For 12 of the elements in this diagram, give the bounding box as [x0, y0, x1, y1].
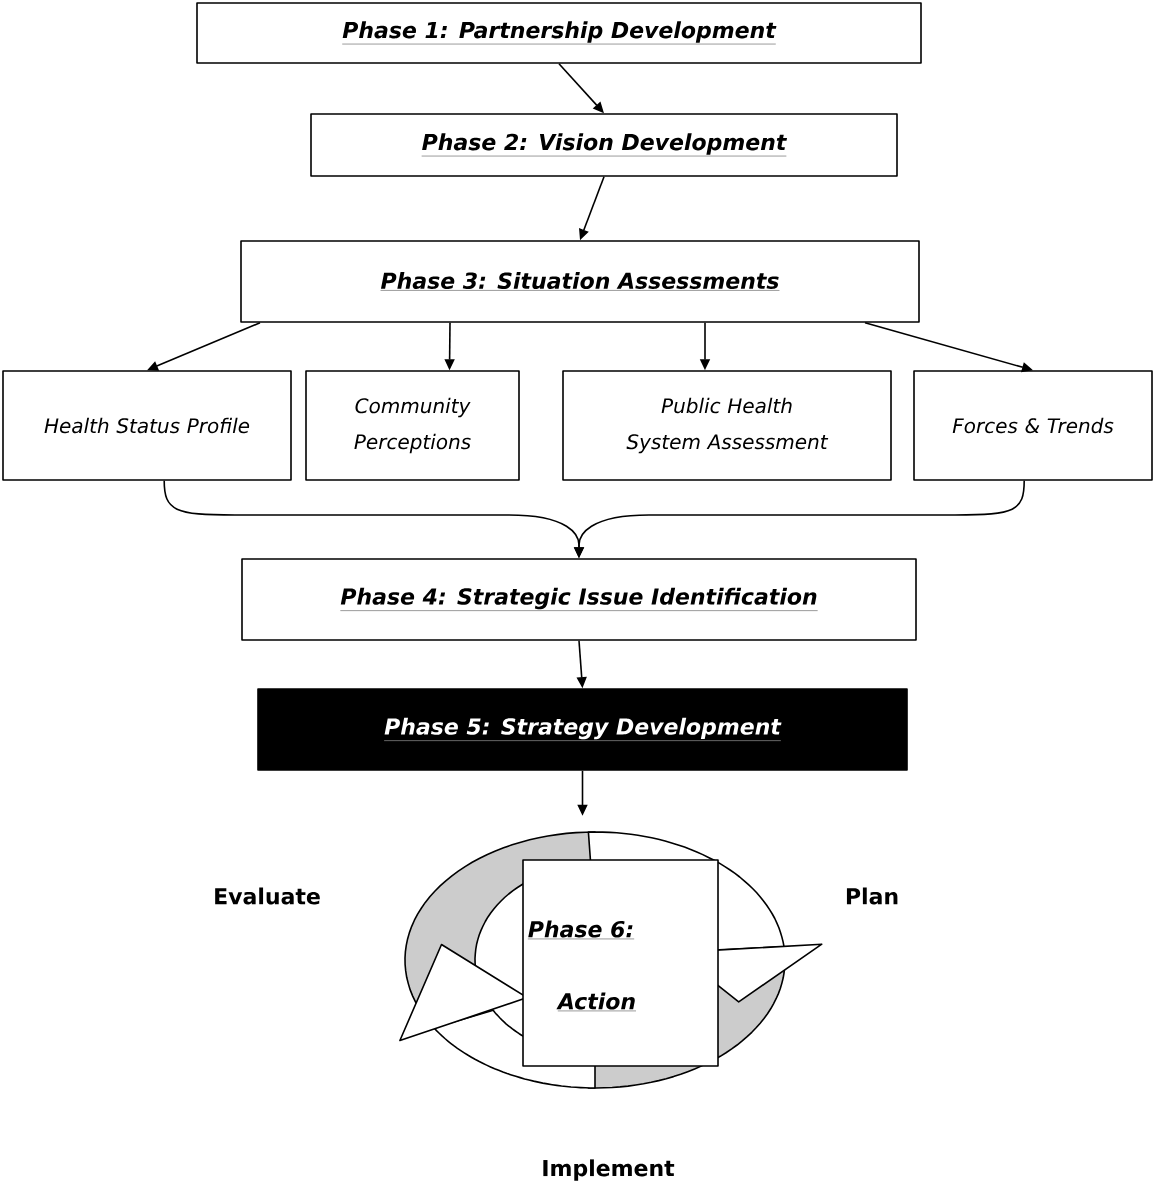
phase-box: Phase 4: Strategic Issue Identification — [241, 558, 917, 641]
phase-box: Phase 2: Vision Development — [310, 113, 898, 177]
assessment-box: Forces & Trends — [913, 370, 1153, 481]
stage-label: Plan — [846, 887, 898, 905]
assessment-box: Health Status Profile — [2, 370, 292, 481]
phase-box: Phase 1: Partnership Development — [196, 2, 922, 64]
phase-box: Phase 3: Situation Assessments — [240, 240, 920, 323]
assessment-box: Public Health System Assessment — [562, 370, 892, 481]
assessment-box: Community Perceptions — [305, 370, 520, 481]
stage-label: Implement — [543, 1159, 675, 1181]
phase-box: Phase 5: Strategy Development — [257, 688, 908, 771]
stage-label: Evaluate — [215, 887, 320, 905]
